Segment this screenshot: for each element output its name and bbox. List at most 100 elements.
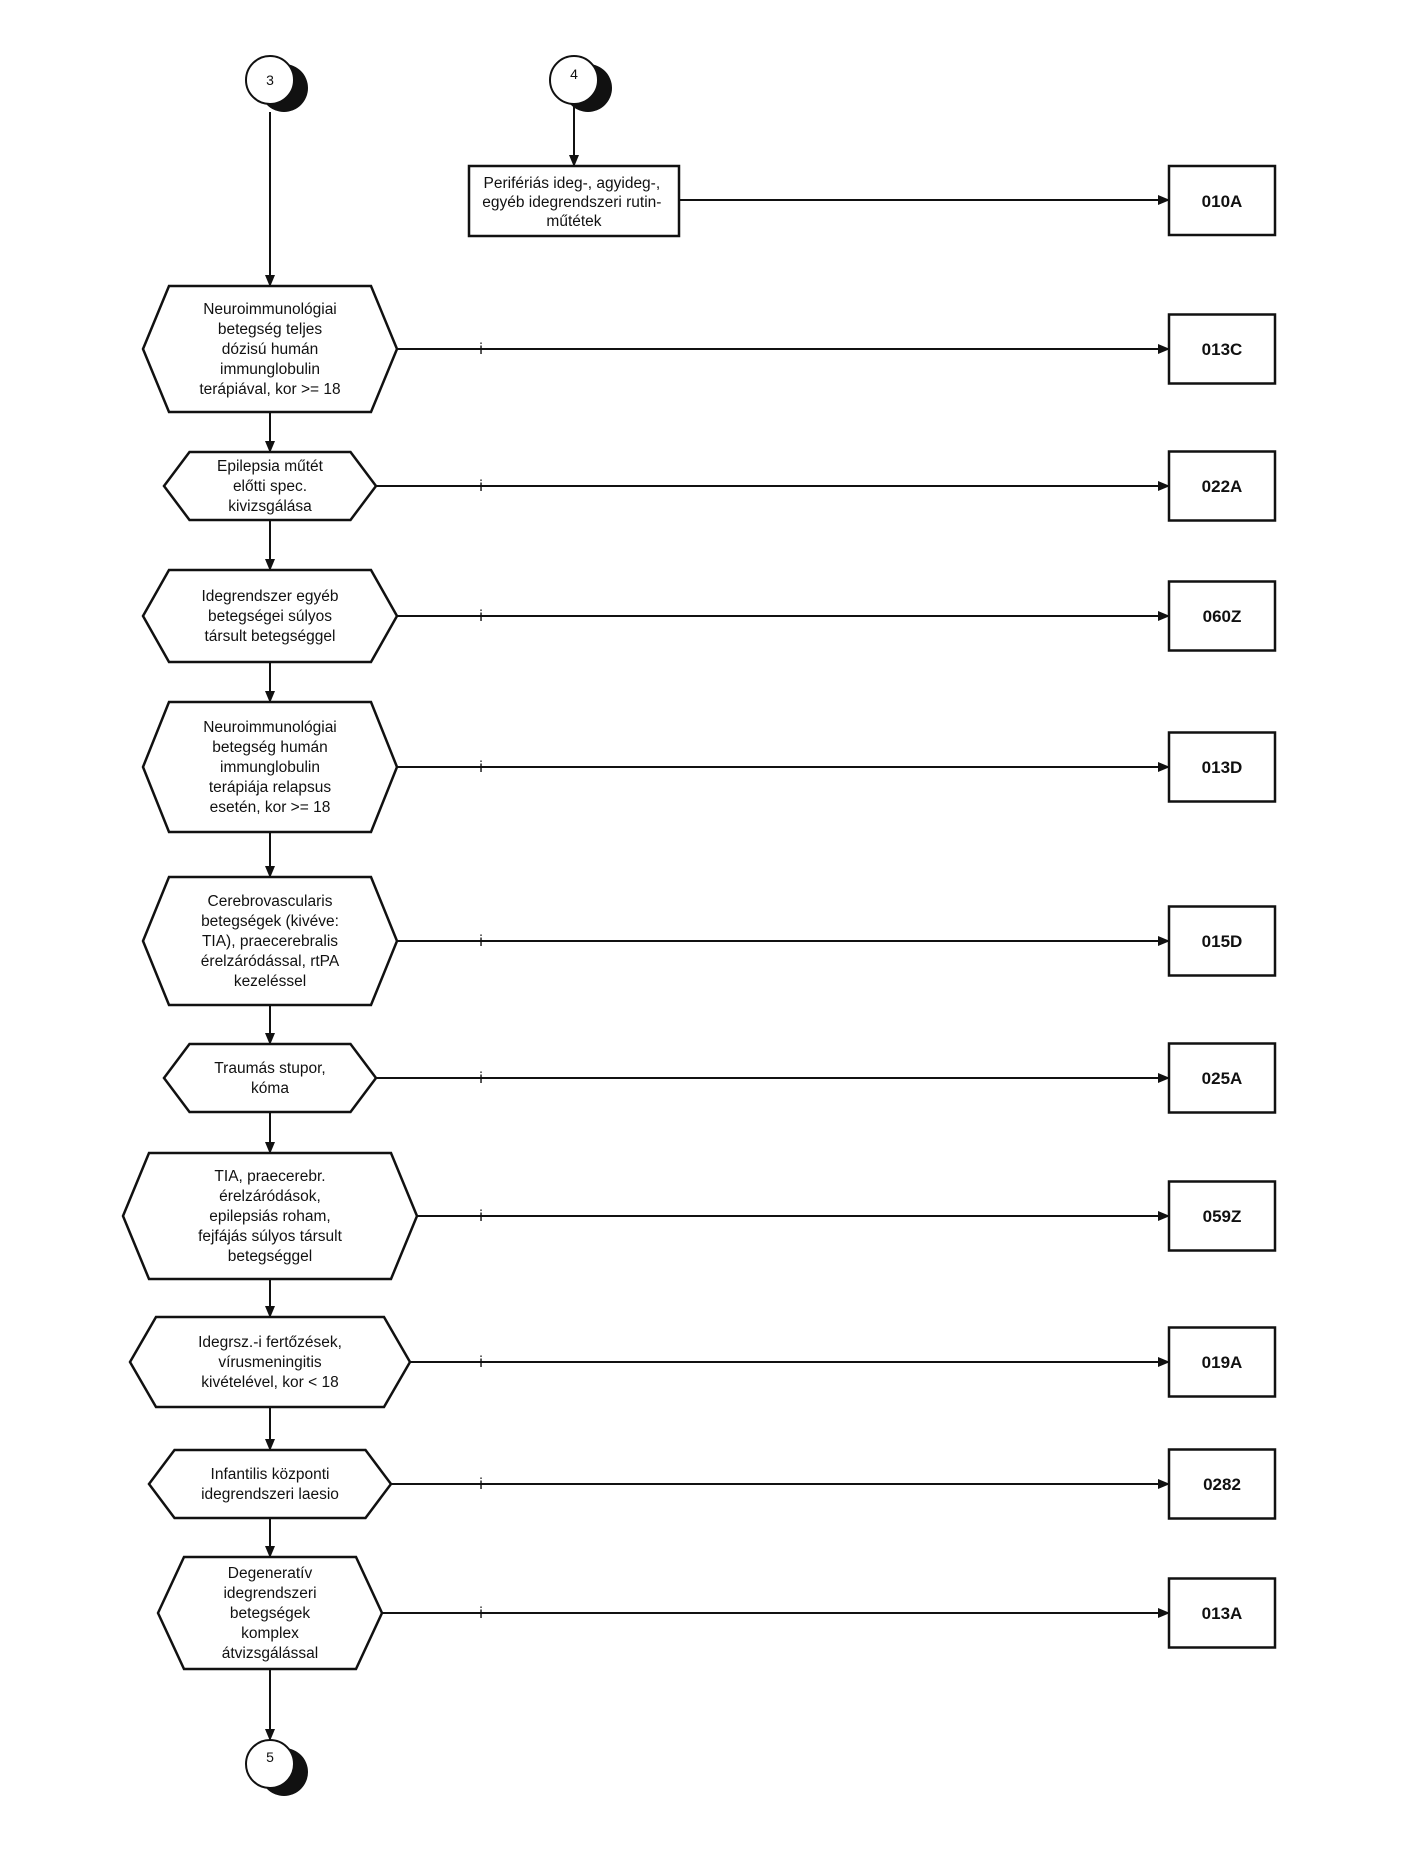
result-box-013A: 013A — [1167, 1577, 1277, 1649]
result-box-025A: 025A — [1167, 1042, 1277, 1114]
connector-4-label: 4 — [570, 66, 578, 82]
decision-label-line: Epilepsia műtét — [217, 458, 324, 475]
decision-label-line: betegségei súlyos — [208, 608, 332, 625]
decision-label-line: betegség teljes — [218, 321, 323, 338]
result-code: 0282 — [1203, 1475, 1241, 1494]
decision-label-line: társult betegséggel — [205, 628, 336, 645]
result-code: 059Z — [1203, 1207, 1242, 1226]
decision-label-line: előtti spec. — [233, 478, 307, 495]
connector-3: 3 — [245, 55, 308, 112]
result-code: 025A — [1202, 1069, 1243, 1088]
decision-label: Epilepsia műtét előtti spec. kivizsgálása — [217, 458, 324, 515]
decision-label-line: terápiával, kor >= 18 — [199, 381, 340, 398]
decision-label-line: komplex — [241, 1625, 299, 1642]
decision-label-line: érelzáródással, rtPA — [201, 953, 340, 970]
result-code: 013C — [1202, 340, 1243, 359]
decision-label: Cerebrovascularis betegségek (kivéve: TIA)… — [201, 893, 340, 990]
result-box-060Z: 060Z — [1167, 580, 1277, 652]
decision-label-line: Degeneratív — [228, 1565, 313, 1582]
branch-label: i — [479, 1605, 483, 1622]
decision-label-line: immunglobulin — [220, 759, 320, 776]
connector-4: 4 — [549, 55, 612, 112]
branch-label: i — [479, 1070, 483, 1087]
decision-label-line: Cerebrovascularis — [208, 893, 333, 910]
result-code: 010A — [1202, 192, 1243, 211]
decision-label-line: Idegrendszer egyéb — [201, 588, 338, 605]
decision-013D: Neuroimmunológiai betegség humán immunglob… — [141, 700, 1277, 834]
decision-label-line: Neuroimmunológiai — [203, 301, 337, 318]
procedure-box-label: Perifériás ideg-, agyideg-, egyéb idegre… — [482, 175, 666, 230]
result-box-frame — [1167, 450, 1277, 522]
result-box-013C: 013C — [1167, 313, 1277, 385]
procedure-box: Perifériás ideg-, agyideg-, egyéb idegre… — [467, 164, 681, 238]
decision-label-line: idegrendszeri — [223, 1585, 316, 1602]
branch-label: i — [479, 759, 483, 776]
result-box-059Z: 059Z — [1167, 1180, 1277, 1252]
branch-label: i — [479, 1476, 483, 1493]
branch-label: i — [479, 608, 483, 625]
decision-label-line: betegséggel — [228, 1248, 312, 1265]
decision-013A: Degeneratív idegrendszeri betegségek komple… — [156, 1555, 1277, 1671]
decision-label-line: esetén, kor >= 18 — [210, 799, 331, 816]
connector-5-label: 5 — [266, 1749, 274, 1765]
decision-label-line: kivizsgálása — [228, 498, 312, 515]
result-box-frame — [1167, 1180, 1277, 1252]
decision-label-line: TIA, praecerebr. — [214, 1168, 325, 1185]
decision-060Z: Idegrendszer egyéb betegségei súlyos társu… — [141, 568, 1277, 664]
decision-label-line: betegség humán — [212, 739, 327, 756]
decision-015D: Cerebrovascularis betegségek (kivéve: TIA)… — [141, 875, 1277, 1007]
decision-025A: Traumás stupor,kóma i 025A — [162, 1042, 1277, 1114]
decision-label-line: fejfájás súlyos társult — [198, 1228, 343, 1245]
decision-059Z: TIA, praecerebr.érelzáródások,epilepsiás… — [121, 1151, 1277, 1281]
procedure-box-line: Perifériás ideg-, agyideg-, — [484, 175, 661, 192]
connector-5: 5 — [245, 1739, 308, 1796]
decision-label: TIA, praecerebr.érelzáródások,epilepsiás… — [198, 1168, 343, 1265]
result-code: 019A — [1202, 1353, 1243, 1372]
result-code: 022A — [1202, 477, 1243, 496]
result-box-frame — [1167, 905, 1277, 977]
decision-label-line: immunglobulin — [220, 361, 320, 378]
decision-label-line: kivételével, kor < 18 — [201, 1374, 338, 1391]
result-code: 015D — [1202, 932, 1243, 951]
result-box-0282: 0282 — [1167, 1448, 1277, 1520]
decision-label: Degeneratív idegrendszeri betegségek komple… — [222, 1565, 319, 1662]
result-box-015D: 015D — [1167, 905, 1277, 977]
procedure-box-line: egyéb idegrendszeri rutin- — [482, 194, 661, 211]
result-box-frame — [1167, 1042, 1277, 1114]
decision-label-line: betegségek — [230, 1605, 310, 1622]
decision-label-line: vírusmeningitis — [218, 1354, 322, 1371]
branch-label: i — [479, 478, 483, 495]
decision-label: Traumás stupor,kóma — [214, 1060, 325, 1097]
decision-label-line: TIA), praecerebralis — [202, 933, 338, 950]
result-code: 060Z — [1203, 607, 1242, 626]
result-box-frame — [1167, 580, 1277, 652]
result-box-010A: 010A — [1167, 164, 1277, 237]
result-box-frame — [1167, 1577, 1277, 1649]
decision-label-line: Traumás stupor, — [214, 1060, 325, 1077]
branch-label: i — [479, 1354, 483, 1371]
result-box-frame — [1167, 731, 1277, 803]
decision-label: Neuroimmunológiai betegség humán immunglob… — [203, 719, 337, 816]
decision-label-line: Infantilis központi — [211, 1466, 330, 1483]
result-code: 013D — [1202, 758, 1243, 777]
branch-label: i — [479, 341, 483, 358]
decision-022A: Epilepsia műtét előtti spec. kivizsgálása i… — [162, 450, 1277, 522]
result-box-019A: 019A — [1167, 1326, 1277, 1398]
result-code: 013A — [1202, 1604, 1243, 1623]
decision-label-line: Neuroimmunológiai — [203, 719, 337, 736]
decision-label-line: betegségek (kivéve: — [201, 913, 339, 930]
result-box-frame — [1167, 313, 1277, 385]
decision-label: Idegrendszer egyéb betegségei súlyos társu… — [201, 588, 338, 645]
decision-hexagon — [147, 1448, 393, 1520]
result-box-013D: 013D — [1167, 731, 1277, 803]
connector-3-label: 3 — [266, 72, 274, 88]
branch-label: i — [479, 1208, 483, 1225]
decision-hexagon — [162, 1042, 378, 1114]
